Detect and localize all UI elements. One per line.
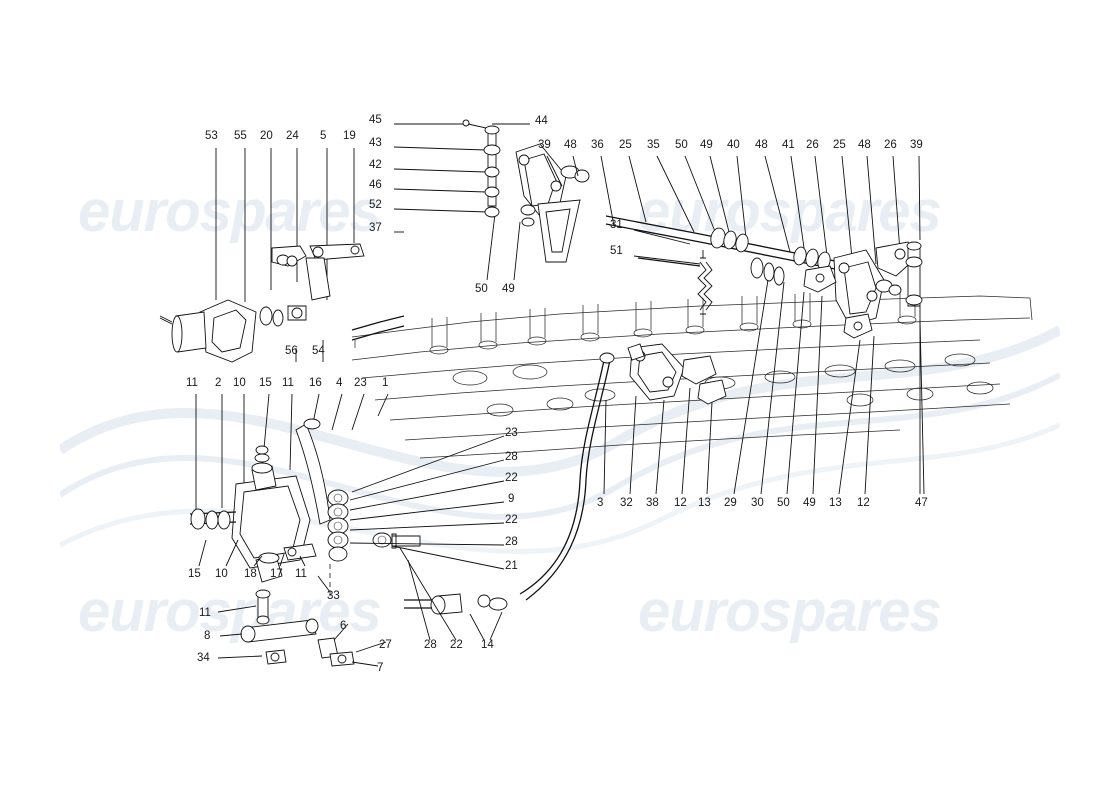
callout-12-a: 12 xyxy=(674,497,687,509)
callout-34: 34 xyxy=(197,652,210,664)
callout-20: 20 xyxy=(260,130,273,142)
callout-56: 56 xyxy=(285,345,298,357)
callout-2: 2 xyxy=(215,377,222,389)
callout-5: 5 xyxy=(320,130,327,142)
callout-24: 24 xyxy=(286,130,299,142)
callout-45: 45 xyxy=(369,114,382,126)
callout-44: 44 xyxy=(535,115,548,127)
callout-22-c: 22 xyxy=(450,639,463,651)
callout-21: 21 xyxy=(505,560,518,572)
callout-16: 16 xyxy=(309,377,322,389)
callout-11-a: 11 xyxy=(186,377,198,389)
callout-49-c: 49 xyxy=(803,497,816,509)
callout-47: 47 xyxy=(915,497,928,509)
callout-23-b: 23 xyxy=(505,427,518,439)
callout-53: 53 xyxy=(205,130,218,142)
callout-40: 40 xyxy=(727,139,740,151)
callout-28-a: 28 xyxy=(505,451,518,463)
callout-48-a: 48 xyxy=(564,139,577,151)
callout-12-b: 12 xyxy=(857,497,870,509)
callout-22-b: 22 xyxy=(505,514,518,526)
assembly-lower-left-body xyxy=(189,393,421,667)
watermark-bottom-right: eurospares xyxy=(638,579,942,644)
callout-26-a: 26 xyxy=(806,139,819,151)
callout-51: 51 xyxy=(610,245,623,257)
callout-11-d: 11 xyxy=(199,607,211,619)
callout-42: 42 xyxy=(369,159,382,171)
watermark-top-left: eurospares xyxy=(78,179,382,244)
callout-48-b: 48 xyxy=(755,139,768,151)
callout-28-c: 28 xyxy=(424,639,437,651)
callout-13-b: 13 xyxy=(829,497,842,509)
callout-36: 36 xyxy=(591,139,604,151)
callout-15-b: 15 xyxy=(188,568,201,580)
callout-17: 17 xyxy=(270,568,283,580)
callout-50-b: 50 xyxy=(475,283,488,295)
callout-39-left: 39 xyxy=(538,139,551,151)
callout-9: 9 xyxy=(508,493,515,505)
callout-31: 31 xyxy=(610,219,623,231)
assembly-throttle-shaft xyxy=(605,215,923,494)
callout-54: 54 xyxy=(312,345,325,357)
callout-25-b: 25 xyxy=(833,139,846,151)
callout-8: 8 xyxy=(204,630,211,642)
callout-49-a: 49 xyxy=(700,139,713,151)
callout-22-a: 22 xyxy=(505,472,518,484)
callout-18: 18 xyxy=(244,568,257,580)
callout-46: 46 xyxy=(369,179,382,191)
callout-41: 41 xyxy=(782,139,795,151)
callout-52: 52 xyxy=(369,199,382,211)
callout-35: 35 xyxy=(647,139,660,151)
callout-13-a: 13 xyxy=(698,497,711,509)
callout-23-a: 23 xyxy=(354,377,367,389)
callout-27: 27 xyxy=(379,639,392,651)
callout-39-right: 39 xyxy=(910,139,923,151)
callout-7: 7 xyxy=(377,662,384,674)
callout-26-b: 26 xyxy=(884,139,897,151)
callout-28-b: 28 xyxy=(505,536,518,548)
leader-lines-bottom-left xyxy=(198,539,503,667)
callout-37: 37 xyxy=(369,222,382,234)
leader-lines-bottom-right xyxy=(603,279,875,495)
leader-lines-right-fan xyxy=(349,435,505,570)
callout-15-a: 15 xyxy=(259,377,272,389)
assembly-top-left xyxy=(159,243,405,363)
callout-6: 6 xyxy=(340,620,347,632)
callout-49-b: 49 xyxy=(502,283,515,295)
watermark-top-right: eurospares xyxy=(638,179,942,244)
assembly-center-lever-cable xyxy=(404,343,727,615)
callout-33: 33 xyxy=(327,590,340,602)
watermark-bottom-left: eurospares xyxy=(78,579,382,644)
callout-55: 55 xyxy=(234,130,247,142)
callout-32: 32 xyxy=(620,497,633,509)
callout-10-b: 10 xyxy=(215,568,228,580)
assembly-pedal-lever xyxy=(462,119,590,263)
callout-11-c: 11 xyxy=(295,568,307,580)
callout-43: 43 xyxy=(369,137,382,149)
callout-10-a: 10 xyxy=(233,377,246,389)
callout-11-b: 11 xyxy=(282,377,294,389)
callout-1: 1 xyxy=(382,377,389,389)
callout-50-a: 50 xyxy=(675,139,688,151)
callout-29: 29 xyxy=(724,497,737,509)
callout-19: 19 xyxy=(343,130,356,142)
callout-3: 3 xyxy=(597,497,604,509)
callout-30: 30 xyxy=(751,497,764,509)
leader-lines-left-column xyxy=(393,123,530,281)
callout-48-c: 48 xyxy=(858,139,871,151)
callout-14: 14 xyxy=(481,639,494,651)
callout-25-a: 25 xyxy=(619,139,632,151)
callout-38: 38 xyxy=(646,497,659,509)
leader-lines-top-right xyxy=(546,155,921,265)
leader-lines-misc xyxy=(633,229,925,495)
callout-50-c: 50 xyxy=(777,497,790,509)
callout-4: 4 xyxy=(336,377,343,389)
